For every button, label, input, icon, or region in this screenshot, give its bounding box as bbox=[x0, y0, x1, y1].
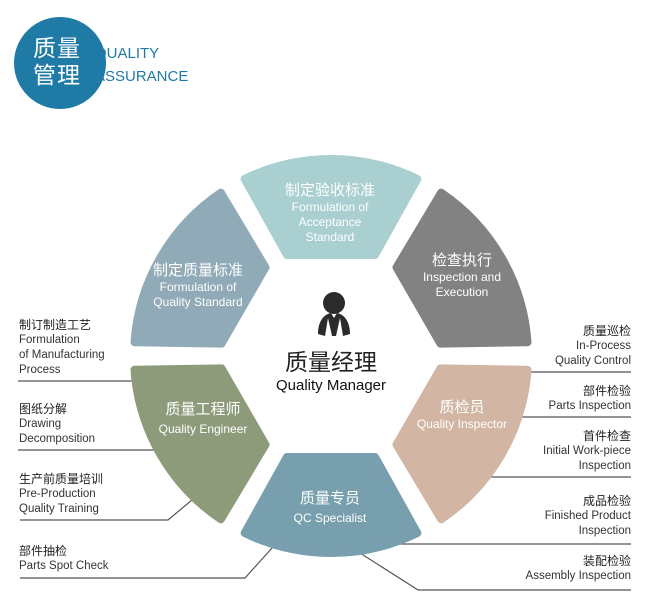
logo-divider bbox=[90, 43, 91, 93]
left-label-preproduction-training: 生产前质量培训 Pre-Production Quality Training bbox=[19, 472, 103, 517]
segment-upper-left bbox=[130, 188, 270, 348]
segment-cn: 质检员 bbox=[439, 398, 485, 416]
label-cn: 制订制造工艺 bbox=[19, 318, 92, 332]
label-en: Finished Product bbox=[544, 510, 631, 522]
right-label-parts-inspection: 部件检验 Parts Inspection bbox=[549, 384, 631, 414]
label-en: Initial Work-piece bbox=[543, 445, 631, 457]
segment-cn: 制定验收标准 bbox=[284, 181, 376, 199]
left-label-manufacturing-process: 制订制造工艺 Formulation of Manufacturing Proc… bbox=[19, 318, 105, 378]
right-label-assembly-inspection: 装配检验 Assembly Inspection bbox=[526, 554, 631, 584]
segment-lower-right bbox=[392, 364, 532, 524]
right-label-initial-workpiece: 首件检查 Initial Work-piece Inspection bbox=[543, 429, 631, 474]
segment-top bbox=[240, 155, 422, 259]
label-cn: 首件检查 bbox=[582, 429, 631, 443]
segment-en: Execution bbox=[435, 285, 489, 299]
logo-en-line1: QUALITY bbox=[95, 45, 160, 62]
label-cn: 部件检验 bbox=[582, 384, 631, 398]
segment-quality-engineer-text: 质量工程师 Quality Engineer bbox=[159, 399, 248, 437]
label-cn: 部件抽检 bbox=[19, 544, 68, 558]
label-cn: 图纸分解 bbox=[19, 402, 68, 416]
label-cn: 成品检验 bbox=[582, 494, 631, 508]
center-title-cn: 质量经理 bbox=[285, 350, 377, 376]
segment-en: Quality Standard bbox=[153, 295, 243, 309]
connector-line bbox=[20, 499, 193, 521]
logo-en-line2: ASSURANCE bbox=[95, 68, 189, 85]
connector-line bbox=[359, 552, 631, 591]
logo-english: QUALITY ASSURANCE bbox=[95, 42, 188, 88]
segment-quality-standard-text: 制定质量标准 Formulation of Quality Standard bbox=[153, 260, 243, 310]
label-en: Process bbox=[19, 364, 61, 376]
segment-en: Formulation of bbox=[291, 200, 369, 214]
left-label-drawing-decomposition: 图纸分解 Drawing Decomposition bbox=[19, 402, 95, 447]
segment-cn: 质量专员 bbox=[299, 489, 361, 507]
segment-bottom bbox=[240, 453, 422, 557]
segment-en: Inspection and bbox=[422, 270, 502, 284]
label-en: Quality Control bbox=[554, 355, 631, 367]
logo-chinese: 质量管理 bbox=[33, 36, 81, 90]
label-en: Inspection bbox=[578, 525, 631, 537]
right-label-finished-product: 成品检验 Finished Product Inspection bbox=[545, 494, 631, 539]
segment-cn: 检查执行 bbox=[431, 251, 492, 269]
segment-en: QC Specialist bbox=[293, 511, 367, 525]
logo-cn-line2: 管理 bbox=[33, 63, 81, 89]
center-title-en: Quality Manager bbox=[275, 377, 387, 394]
label-en: Formulation bbox=[19, 334, 80, 346]
segment-inspection-execution-text: 检查执行 Inspection and Execution bbox=[423, 250, 501, 300]
label-en: In-Process bbox=[576, 340, 631, 352]
label-en: Drawing bbox=[19, 418, 62, 430]
left-label-parts-spot-check: 部件抽检 Parts Spot Check bbox=[19, 544, 108, 574]
segment-cn: 制定质量标准 bbox=[152, 261, 244, 279]
segment-acceptance-standard-text: 制定验收标准 Formulation of Acceptance Standar… bbox=[285, 180, 375, 245]
label-en: Pre-Production bbox=[19, 488, 96, 500]
manager-person-icon bbox=[318, 292, 350, 336]
label-cn: 装配检验 bbox=[582, 554, 631, 568]
segment-quality-inspector-text: 质检员 Quality Inspector bbox=[417, 397, 507, 432]
label-en: Decomposition bbox=[19, 433, 96, 445]
label-en: Inspection bbox=[578, 460, 631, 472]
segment-cn: 质量工程师 bbox=[165, 400, 241, 418]
label-cn: 生产前质量培训 bbox=[19, 472, 104, 486]
label-en: Parts Inspection bbox=[548, 400, 631, 412]
segment-en: Acceptance bbox=[298, 215, 362, 229]
label-en: Quality Training bbox=[19, 503, 99, 515]
right-label-in-process-qc: 质量巡检 In-Process Quality Control bbox=[555, 324, 631, 369]
segment-qc-specialist-text: 质量专员 QC Specialist bbox=[294, 488, 367, 526]
label-en: Assembly Inspection bbox=[525, 570, 631, 582]
segment-en: Quality Inspector bbox=[416, 417, 508, 431]
label-en: Parts Spot Check bbox=[19, 560, 109, 572]
segment-en: Standard bbox=[305, 230, 355, 244]
segment-upper-right bbox=[392, 188, 532, 348]
segment-en: Formulation of bbox=[159, 280, 237, 294]
label-cn: 质量巡检 bbox=[582, 324, 631, 338]
segment-lower-left bbox=[130, 364, 270, 524]
logo-cn-line1: 质量 bbox=[33, 36, 81, 62]
connector-lines bbox=[18, 371, 631, 591]
label-en: of Manufacturing bbox=[19, 349, 105, 361]
connector-line bbox=[20, 547, 273, 579]
segment-en: Quality Engineer bbox=[158, 422, 248, 436]
